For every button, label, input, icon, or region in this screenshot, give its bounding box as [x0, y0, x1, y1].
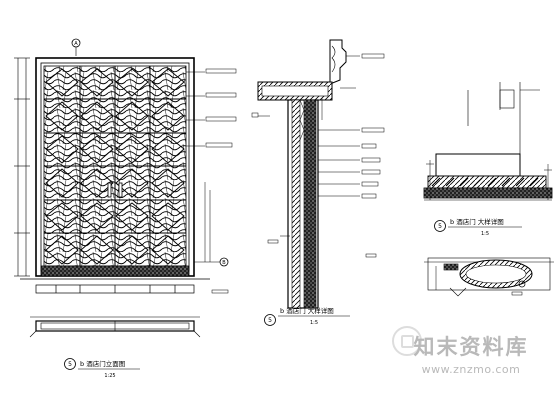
detail-tag: 5	[438, 223, 442, 230]
door-handle-left	[107, 182, 112, 198]
threshold-base-slab	[423, 187, 553, 199]
threshold-dimension-marks	[426, 160, 552, 200]
section-title-block: 5 b 酒店门 大样详图 1:5	[264, 306, 350, 326]
section-title: b 酒店门 大样详图	[280, 306, 334, 315]
axis-tag-side-text: B	[222, 260, 226, 266]
axis-tag-top: A	[71, 38, 81, 56]
threshold-stone	[427, 175, 547, 189]
detail-title-block: 5 b 酒店门 大样详图 1:5	[434, 217, 522, 237]
threshold-detail: 5 b 酒店门 大样详图 1:5	[423, 82, 553, 237]
door-leaf-grid	[44, 66, 186, 266]
door-elevation-scale: 1:25	[104, 373, 115, 379]
detail-title: b 酒店门 大样详图	[450, 217, 504, 226]
jamb-hatch-left	[291, 99, 301, 309]
handle-plan-detail	[424, 257, 554, 297]
section-tag: 5	[268, 317, 272, 324]
threshold-door-stub	[435, 153, 521, 177]
watermark-brand: 知末资料库	[413, 335, 529, 359]
watermark: 知末资料库 www.znzmo.com	[396, 334, 546, 378]
watermark-logo-icon	[392, 326, 422, 356]
section-scale: 1:5	[310, 320, 318, 326]
axis-tag-top-text: A	[74, 41, 78, 47]
elevation-bottom-dimensions	[20, 278, 210, 294]
crown-molding	[329, 39, 347, 85]
door-elevation-title: b 酒店门立面图	[80, 359, 125, 368]
door-elevation-tag: 5	[68, 361, 72, 368]
door-plan-strip	[29, 316, 201, 338]
axis-tag-side: B	[194, 257, 229, 294]
door-elevation: A	[14, 38, 237, 379]
door-base-plinth	[40, 265, 190, 277]
section-leader-lines	[251, 53, 385, 258]
door-section-detail: 5 b 酒店门 大样详图 1:5	[251, 39, 385, 326]
elevation-left-dimensions	[14, 57, 30, 277]
watermark-url: www.znzmo.com	[421, 363, 521, 376]
diamond-carvings	[45, 68, 185, 265]
elevation-leader-lines	[186, 68, 237, 262]
door-elevation-title-block: 5 b 酒店门立面图 1:25	[64, 358, 140, 379]
section-jamb	[287, 99, 319, 309]
jamb-dark-core	[303, 99, 317, 309]
detail-scale: 1:5	[481, 231, 489, 237]
door-handle-right	[118, 182, 123, 198]
